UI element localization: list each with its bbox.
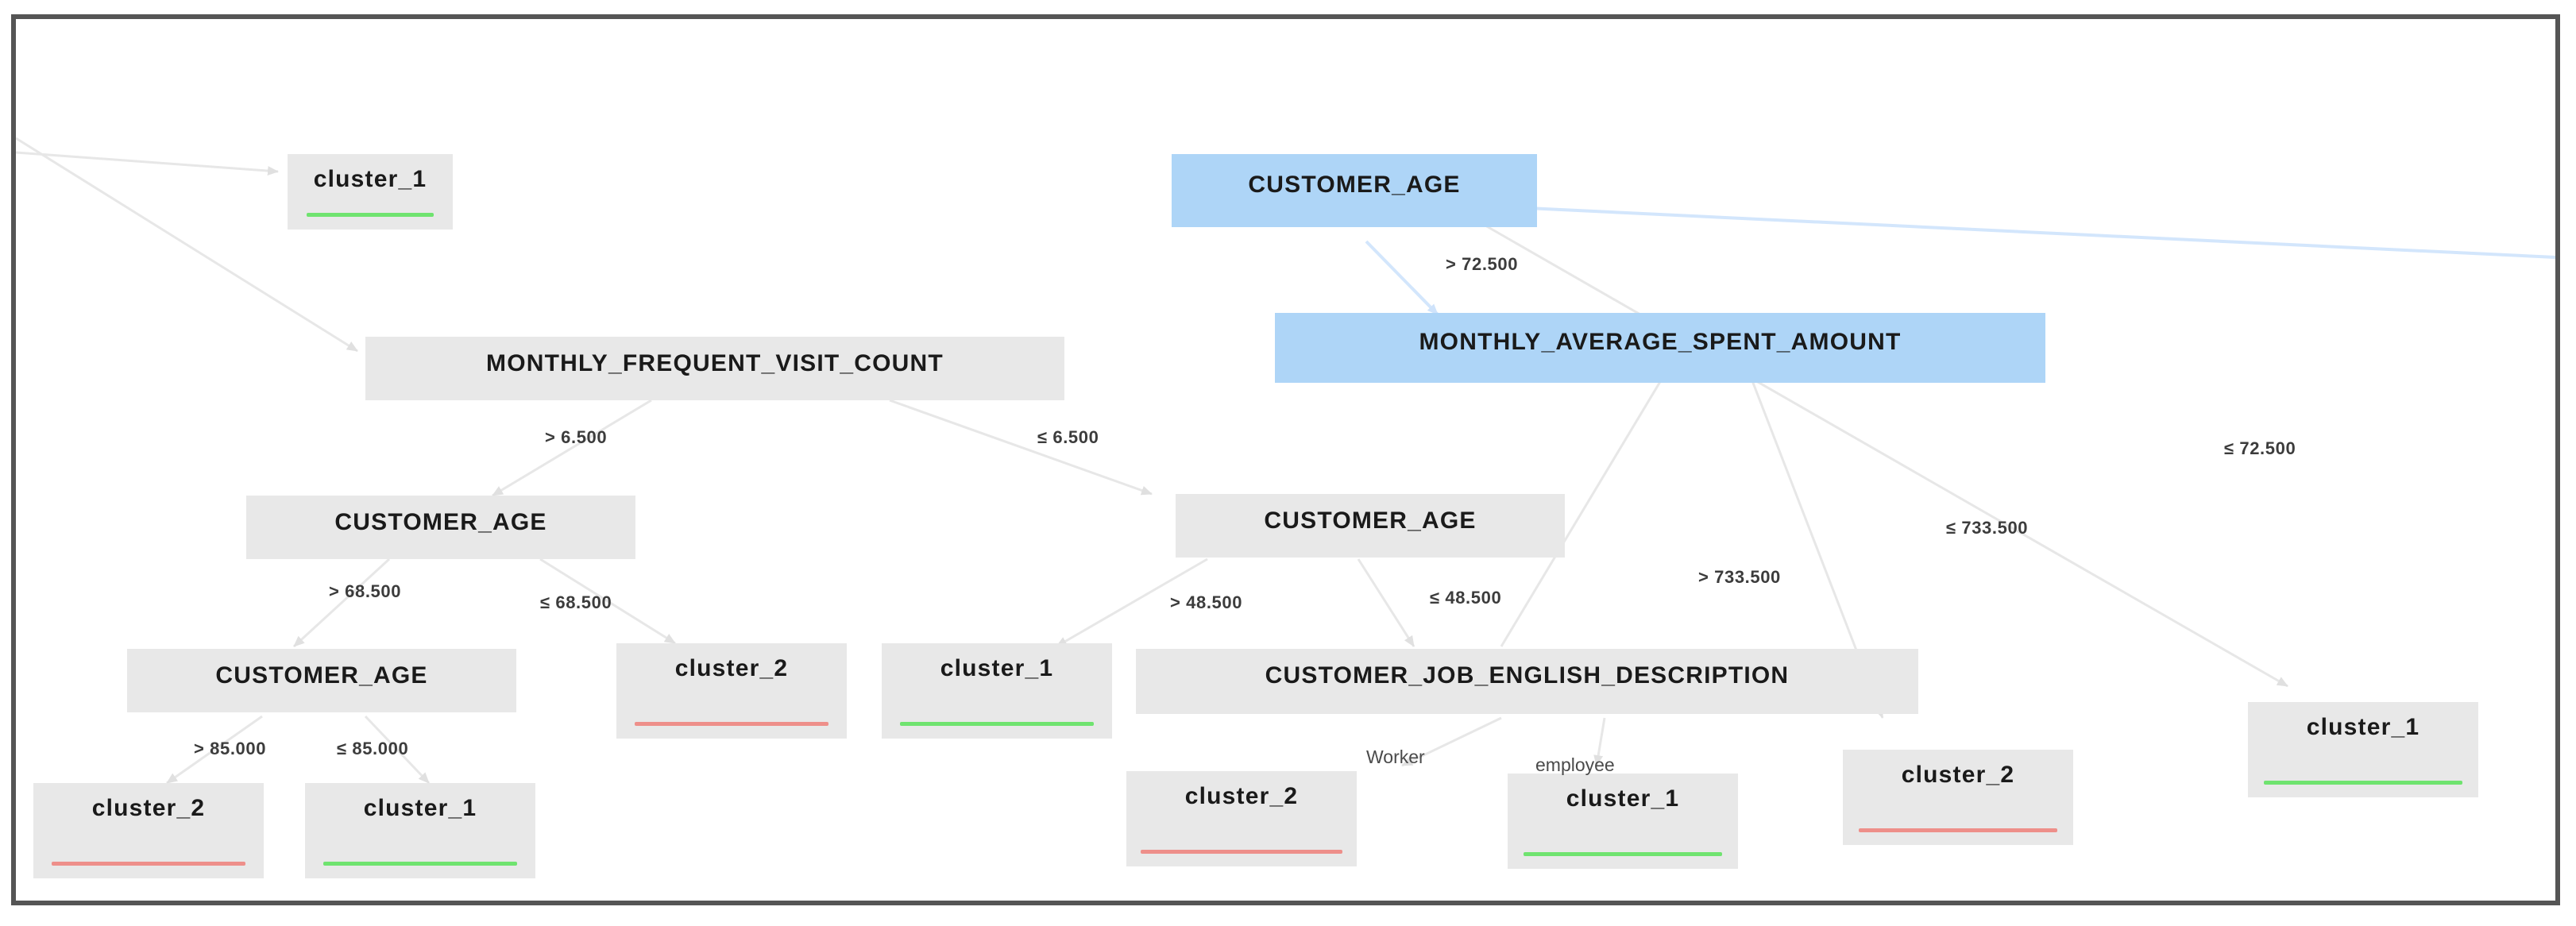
node-label: CUSTOMER_JOB_ENGLISH_DESCRIPTION (1265, 662, 1790, 689)
node-cluster-1-right[interactable]: cluster_1 (2248, 702, 2478, 797)
node-label: cluster_1 (2306, 714, 2420, 740)
node-customer-job-english-description[interactable]: CUSTOMER_JOB_ENGLISH_DESCRIPTION (1136, 649, 1918, 714)
edge-job-worker (1401, 716, 1502, 767)
leaf-bar-green (900, 722, 1094, 726)
leaf-bar-red (1859, 828, 2057, 832)
node-monthly-average-spent-amount[interactable]: MONTHLY_AVERAGE_SPENT_AMOUNT (1275, 313, 2045, 383)
edge-label-le-68-500: ≤ 68.500 (540, 592, 612, 612)
diagram-frame: cluster_1 MONTHLY_FREQUENT_VISIT_COUNT C… (11, 14, 2560, 905)
leaf-bar-green (1524, 852, 1722, 856)
node-cluster-2-job[interactable]: cluster_2 (1126, 771, 1357, 866)
edge-label-gt-72-500: > 72.500 (1446, 254, 1519, 274)
node-label: CUSTOMER_AGE (1264, 507, 1477, 534)
leaf-bar-red (52, 862, 245, 866)
leaf-bar-red (1141, 850, 1342, 854)
edge-label-gt-68-500: > 68.500 (329, 581, 402, 601)
edge-ageleft2-left (166, 715, 263, 785)
edge-masa-left (1500, 368, 1670, 647)
node-monthly-frequent-visit-count[interactable]: MONTHLY_FREQUENT_VISIT_COUNT (365, 337, 1064, 400)
node-label: CUSTOMER_AGE (1248, 172, 1461, 198)
edge-label-gt-48-500: > 48.500 (1170, 592, 1243, 612)
edge-agemid-left (1056, 558, 1208, 648)
node-label: cluster_2 (91, 795, 206, 821)
edge-mfvc-right (889, 399, 1153, 496)
node-label: MONTHLY_AVERAGE_SPENT_AMOUNT (1419, 329, 1902, 355)
node-label: CUSTOMER_AGE (215, 662, 428, 689)
node-cluster-2-mid-left[interactable]: cluster_2 (616, 643, 847, 739)
node-label: CUSTOMER_AGE (334, 509, 547, 535)
node-cluster-1-mid[interactable]: cluster_1 (882, 643, 1112, 739)
edge-label-le-733-500: ≤ 733.500 (1946, 518, 2029, 538)
tree-canvas[interactable]: cluster_1 MONTHLY_FREQUENT_VISIT_COUNT C… (16, 19, 2555, 901)
node-label: cluster_1 (1566, 785, 1680, 812)
node-label: cluster_1 (940, 655, 1054, 681)
edge-in-mfvc (16, 137, 358, 353)
node-customer-age-root[interactable]: CUSTOMER_AGE (1172, 154, 1537, 227)
node-cluster-1-bottom-left[interactable]: cluster_1 (305, 783, 535, 878)
node-label: MONTHLY_FREQUENT_VISIT_COUNT (486, 350, 944, 376)
leaf-bar-red (635, 722, 828, 726)
edge-ageleft-left (292, 558, 391, 648)
node-customer-age-mid[interactable]: CUSTOMER_AGE (1176, 494, 1565, 558)
edge-mfvc-left (492, 399, 652, 497)
edge-ageroot-masa (1365, 240, 1439, 316)
node-cluster-2-bottom-left[interactable]: cluster_2 (33, 783, 264, 878)
node-label: cluster_1 (313, 166, 427, 192)
node-label: cluster_2 (1901, 762, 2015, 788)
edge-label-le-6-500: ≤ 6.500 (1037, 427, 1099, 447)
edge-label-le-48-500: ≤ 48.500 (1430, 588, 1502, 608)
edge-label-le-72-500: ≤ 72.500 (2224, 438, 2296, 458)
edge-ageleft-right (539, 558, 676, 645)
edge-label-gt-733-500: > 733.500 (1698, 567, 1781, 587)
node-cluster-1-top[interactable]: cluster_1 (288, 154, 453, 230)
leaf-bar-green (307, 213, 434, 217)
edge-label-gt-6-500: > 6.500 (545, 427, 608, 447)
leaf-bar-green (2264, 781, 2462, 785)
edge-label-gt-85-000: > 85.000 (194, 739, 267, 758)
node-customer-age-left[interactable]: CUSTOMER_AGE (246, 496, 635, 559)
edge-ageleft2-right (364, 715, 431, 785)
leaf-bar-green (323, 862, 517, 866)
edge-ageroot-right (1485, 224, 2288, 688)
node-cluster-1-job[interactable]: cluster_1 (1508, 774, 1738, 869)
edge-layer (16, 137, 2555, 785)
node-label: cluster_2 (1184, 783, 1299, 809)
node-label: cluster_1 (363, 795, 477, 821)
edge-job-employee (1593, 717, 1606, 766)
edge-label-employee: employee (1535, 754, 1615, 775)
edge-in-leaf-top (16, 151, 279, 176)
node-cluster-2-right[interactable]: cluster_2 (1843, 750, 2073, 845)
edge-label-worker: Worker (1366, 747, 1425, 767)
node-label: cluster_2 (674, 655, 789, 681)
node-customer-age-left-2[interactable]: CUSTOMER_AGE (127, 649, 516, 712)
edge-in-ageroot (1477, 201, 2555, 259)
edge-label-le-85-000: ≤ 85.000 (337, 739, 409, 758)
edge-agemid-right (1357, 558, 1415, 647)
